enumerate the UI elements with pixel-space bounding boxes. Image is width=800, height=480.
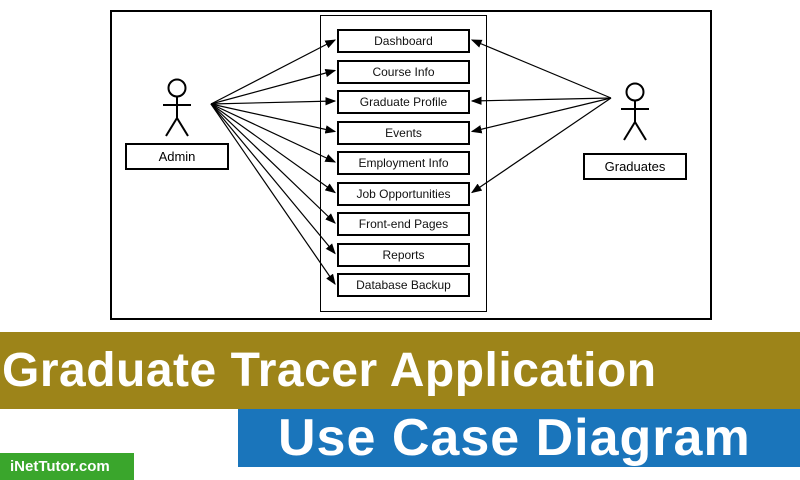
use-case-box: Database Backup: [337, 273, 470, 297]
use-case-box: Course Info: [337, 59, 470, 84]
title-banner: Graduate Tracer Application: [0, 332, 800, 409]
use-case-box: Graduate Profile: [337, 90, 470, 114]
use-case-box: Front-end Pages: [337, 212, 470, 236]
actor-admin: Admin: [122, 78, 232, 170]
use-case-box: Job Opportunities: [337, 181, 470, 206]
subtitle-text: Use Case Diagram: [278, 409, 751, 467]
admin-stick-figure-icon: [163, 78, 191, 137]
watermark-text: iNetTutor.com: [10, 458, 110, 475]
use-case-box: Events: [337, 120, 470, 145]
subtitle-banner: Use Case Diagram: [238, 409, 800, 467]
graduates-stick-figure-icon: [621, 82, 649, 141]
title-text: Graduate Tracer Application: [2, 344, 657, 397]
use-case-box: Employment Info: [337, 151, 470, 175]
actor-admin-label: Admin: [125, 143, 229, 170]
use-case-box: Reports: [337, 242, 470, 267]
use-case-box: Dashboard: [337, 29, 470, 53]
watermark-banner: iNetTutor.com: [0, 453, 134, 480]
actor-graduates-label: Graduates: [583, 153, 687, 180]
actor-graduates: Graduates: [580, 82, 690, 180]
